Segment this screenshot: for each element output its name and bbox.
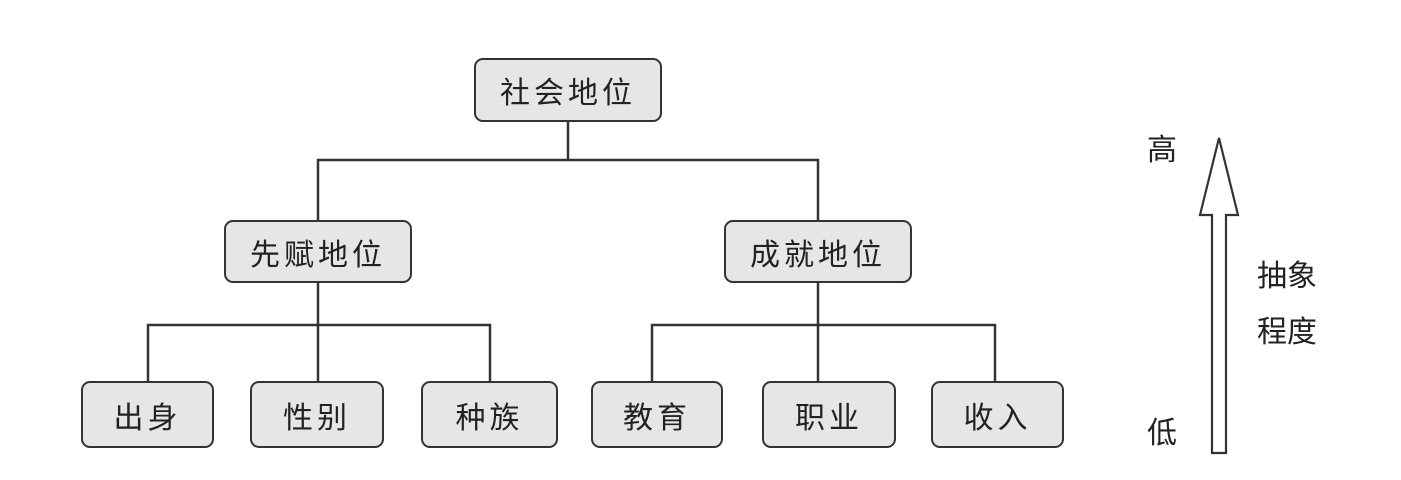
node-ascribed-status: 先赋地位 xyxy=(224,220,412,283)
node-gender: 性别 xyxy=(250,381,384,448)
connector-root xyxy=(316,120,820,222)
node-occupation: 职业 xyxy=(762,381,896,448)
scale-low-label: 低 xyxy=(1147,416,1177,451)
node-achieved-status: 成就地位 xyxy=(724,220,912,283)
scale-high-label: 高 xyxy=(1147,133,1177,168)
node-income: 收入 xyxy=(931,381,1064,448)
scale-arrow-icon xyxy=(1198,137,1240,455)
connector-right-branch xyxy=(650,281,997,383)
node-education: 教育 xyxy=(591,381,723,448)
node-race: 种族 xyxy=(421,381,558,448)
scale-caption-line2: 程度 xyxy=(1257,315,1317,350)
scale-caption-line1: 抽象 xyxy=(1257,259,1317,294)
node-origin: 出身 xyxy=(81,381,214,448)
connector-left-branch xyxy=(146,281,492,383)
node-root: 社会地位 xyxy=(474,58,662,122)
